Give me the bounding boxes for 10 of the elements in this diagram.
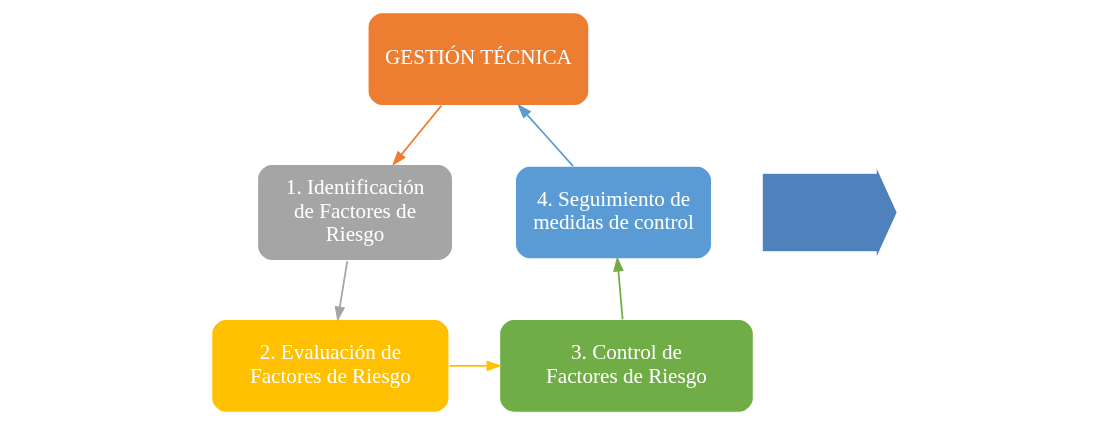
arrow (613, 256, 624, 321)
node-box: 1. Identificación de Factores de Riesgo (256, 163, 454, 262)
node-box: 4. Seguimiento de medidas de control (514, 165, 713, 260)
arrow (448, 360, 502, 372)
arrow (334, 260, 349, 322)
node-box: 2. Evaluación de Factores de Riesgo (211, 318, 450, 413)
arrow (517, 103, 574, 167)
node-box: 3. Control de Factores de Riesgo (499, 318, 754, 413)
arrow (392, 104, 443, 167)
node-box: GESTIÓN TÉCNICA (367, 12, 590, 107)
